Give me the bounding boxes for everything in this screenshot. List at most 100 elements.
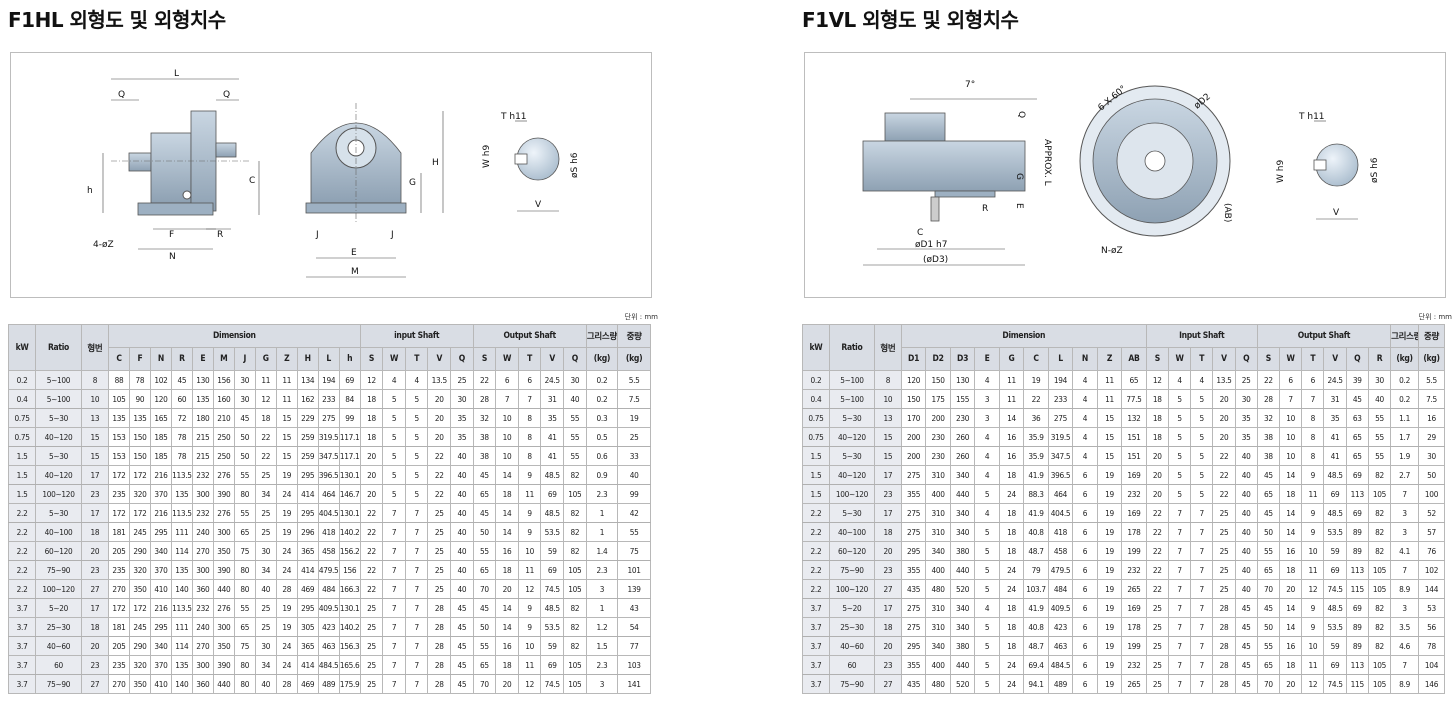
table-cell: 40~100 (828, 522, 875, 542)
table-cell: 18 (998, 522, 1025, 542)
table-cell: 130.1 (338, 465, 361, 485)
table-cell: 144 (1418, 579, 1445, 599)
table-cell: 82 (1367, 465, 1392, 485)
table-cell: 15 (873, 446, 902, 466)
table-cell: 3.7 (802, 636, 830, 656)
table-cell: 114 (170, 541, 193, 561)
dim-label-M: M (351, 267, 359, 277)
table-cell: 48.5 (540, 503, 565, 523)
table-cell: 440 (212, 579, 235, 599)
table-cell: 59 (1323, 541, 1347, 561)
table-cell: 355 (900, 655, 927, 675)
table-cell: 20 (1212, 427, 1236, 447)
table-cell: 41.9 (1023, 465, 1049, 485)
table-cell: 22 (359, 503, 384, 523)
table-cell: 2.2 (7, 541, 37, 561)
col-in-s: S (359, 347, 384, 371)
table-cell: 25 (1145, 598, 1169, 618)
table-cell: 12 (517, 579, 542, 599)
table-cell: 22 (427, 484, 452, 504)
table-cell: 5~20 (35, 598, 82, 618)
table-cell: 156.3 (338, 636, 361, 656)
table-cell: 105 (563, 674, 587, 694)
table-cell: 24 (998, 484, 1025, 504)
units-label: 단위 : mm (1418, 313, 1452, 321)
table-cell: 22 (1145, 541, 1169, 561)
table-cell: 130 (949, 370, 976, 390)
table-cell: 300 (212, 617, 235, 637)
table-cell: 7 (382, 617, 406, 637)
table-cell: 295 (900, 541, 927, 561)
table-cell: 7 (404, 541, 429, 561)
table-cell: 35 (540, 408, 565, 428)
table-cell: 25 (1145, 655, 1169, 675)
table-cell: 140 (170, 579, 193, 599)
table-cell: 275 (1047, 408, 1074, 428)
table-cell: 155 (949, 389, 976, 409)
table-cell: 75~90 (828, 674, 875, 694)
table-cell: 232 (191, 598, 214, 618)
table-cell: 18 (495, 484, 519, 504)
dim-label-AB: (AB) (1222, 203, 1232, 222)
table-cell: 4 (1190, 370, 1214, 390)
table-cell: 55 (1256, 541, 1281, 561)
table-cell: 100~120 (828, 484, 875, 504)
table-cell: 3 (1390, 522, 1420, 542)
table-cell: 13.5 (427, 370, 452, 390)
table-cell: 275 (317, 408, 340, 428)
table-cell: 18 (1278, 560, 1303, 580)
dim-label-R: R (217, 230, 223, 240)
table-cell: 10 (495, 446, 519, 466)
table-cell: 0.4 (802, 389, 830, 409)
table-cell: 77 (617, 636, 651, 656)
table-cell: 169 (1121, 465, 1147, 485)
table-cell: 4 (974, 446, 1000, 466)
table-cell: 27 (80, 579, 109, 599)
dim-label-E: E (351, 248, 357, 258)
table-cell: 32 (472, 408, 497, 428)
table-cell: 135 (128, 408, 151, 428)
table-cell: 8 (1301, 427, 1325, 447)
table-cell: 12 (359, 370, 384, 390)
table-cell: 14 (1278, 598, 1303, 618)
table-cell: 22 (1256, 370, 1281, 390)
table-cell: 230 (949, 408, 976, 428)
table-cell: 18 (359, 427, 384, 447)
col-frame: 형번 (873, 324, 902, 371)
table-cell: 17 (80, 598, 109, 618)
table-cell: 0.75 (802, 408, 830, 428)
table-cell: 16 (495, 541, 519, 561)
table-cell: 5 (1190, 484, 1214, 504)
table-cell: 20 (427, 408, 452, 428)
table-cell: 135 (170, 560, 193, 580)
table-cell: 19 (1096, 560, 1123, 580)
table-cell: 55 (1367, 408, 1392, 428)
table-cell: 16 (495, 636, 519, 656)
table-cell: 18 (998, 465, 1025, 485)
table-cell: 105 (1367, 560, 1392, 580)
table-cell: 99 (617, 484, 651, 504)
table-cell: 15 (80, 446, 109, 466)
table-cell: 80 (233, 560, 256, 580)
table-cell: 135 (170, 655, 193, 675)
table-cell: 27 (80, 674, 109, 694)
table-cell: 396.5 (1047, 465, 1074, 485)
table-cell: 5 (1167, 408, 1192, 428)
table-cell: 1.5 (7, 446, 37, 466)
table-cell: 7 (1167, 541, 1192, 561)
table-cell: 25 (427, 560, 452, 580)
table-cell: 16 (998, 446, 1025, 466)
table-cell: 365 (296, 636, 319, 656)
table-cell: 1.1 (1390, 408, 1420, 428)
table-cell: 41 (540, 446, 565, 466)
table-cell: 18 (1278, 484, 1303, 504)
table-cell: 340 (925, 636, 951, 656)
table-cell: 479.5 (1047, 560, 1074, 580)
table-cell: 42 (617, 503, 651, 523)
table-cell: 40 (1234, 484, 1258, 504)
table-cell: 18 (998, 617, 1025, 637)
